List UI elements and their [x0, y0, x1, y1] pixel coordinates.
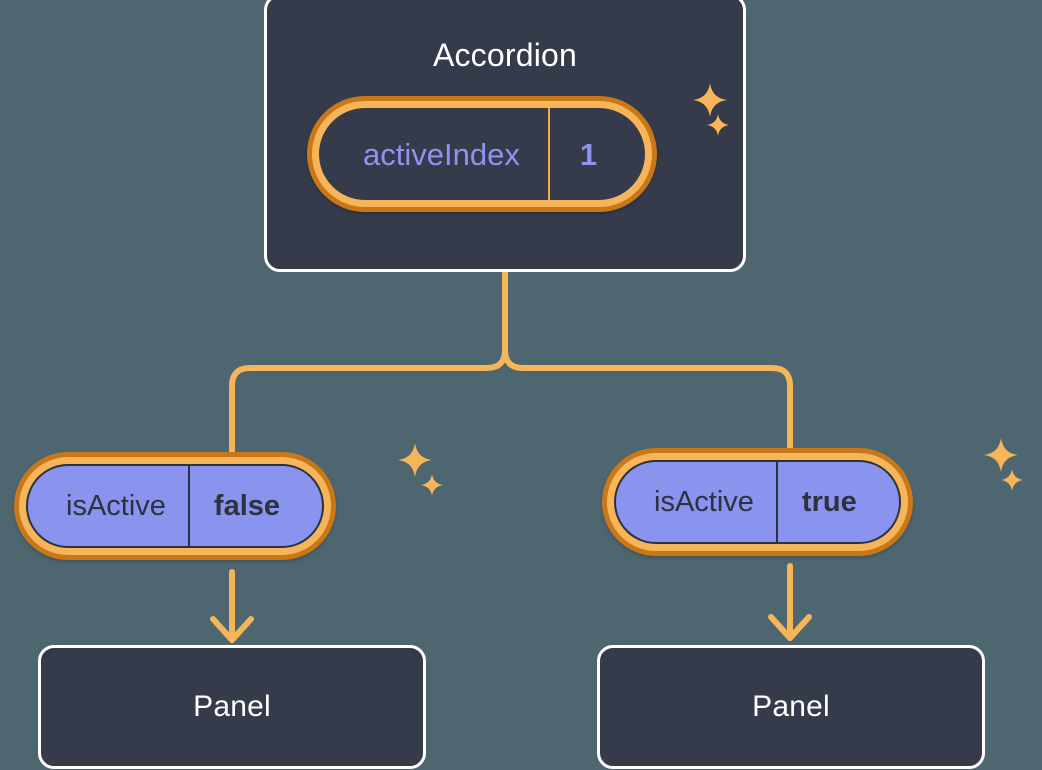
pill-outer-ring: isActive false — [14, 452, 337, 560]
state-value-label: false — [213, 489, 281, 522]
panel-node-right[interactable]: Panel — [597, 645, 985, 769]
sparkle-icon — [397, 442, 433, 478]
pill-inner-ring: activeIndex 1 — [312, 101, 653, 207]
pill-content: isActive false — [26, 464, 325, 548]
pill-content: isActive true — [614, 460, 901, 544]
panel-title: Panel — [193, 690, 271, 723]
sparkle-icon — [420, 473, 444, 497]
pill-inner-ring: isActive false — [19, 457, 332, 555]
state-value-label: 1 — [579, 136, 598, 172]
state-key-label: activeIndex — [319, 108, 550, 200]
sparkle-icon — [983, 437, 1019, 473]
pill-inner-ring: isActive true — [607, 453, 908, 551]
state-pill-is-active-right[interactable]: isActive true — [602, 448, 913, 556]
state-pill-is-active-left[interactable]: isActive false — [14, 452, 337, 560]
accordion-title: Accordion — [432, 37, 578, 73]
pill-content: activeIndex 1 — [319, 108, 646, 200]
pill-outer-ring: activeIndex 1 — [307, 96, 658, 212]
panel-title: Panel — [752, 690, 830, 723]
panel-node-left[interactable]: Panel — [38, 645, 426, 769]
state-pill-active-index[interactable]: activeIndex 1 — [307, 96, 658, 212]
state-key-label: isActive — [28, 466, 190, 546]
state-value-label: true — [801, 485, 857, 518]
sparkle-icon — [1000, 468, 1024, 492]
state-key-label: isActive — [616, 462, 778, 542]
pill-outer-ring: isActive true — [602, 448, 913, 556]
